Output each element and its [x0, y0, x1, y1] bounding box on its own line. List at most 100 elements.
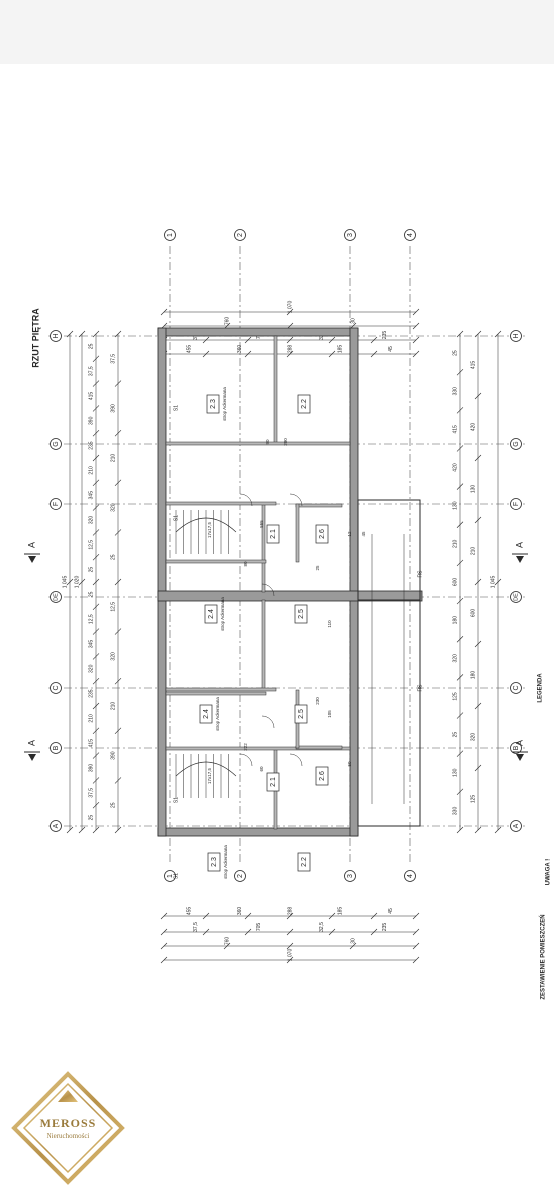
dim-left-chain-tick [92, 752, 100, 759]
grid-label-col-2: 2 [237, 874, 244, 878]
interior-dim-label: 110 [327, 620, 332, 628]
dim-top-total-label: 1 070 [287, 301, 293, 314]
grid-label-col-4: 4 [407, 874, 414, 878]
dim-bottom-2-tick [202, 928, 210, 936]
partition-wall [165, 746, 351, 751]
window-label: S1 [173, 405, 179, 411]
dim-right-chain-2-label: 125 [470, 795, 476, 804]
logo-diamond-icon [11, 1071, 125, 1185]
dim-bottom-3-label: 45 [388, 908, 394, 914]
grid-bubble-row [50, 591, 62, 603]
dim-left-chain-2-label: 25 [110, 554, 116, 560]
dim-top-2-label: 235 [382, 331, 388, 340]
wall-left [157, 327, 167, 837]
dim-right-chain-label: 415 [452, 425, 458, 434]
dim-left-total-tick [66, 578, 74, 586]
grid-label-col-1: 1 [167, 233, 174, 237]
dim-bottom-2-label: 32,5 [319, 922, 325, 932]
dim-bottom-3-label: 360 [237, 907, 243, 916]
dim-bottom-3-tick [160, 912, 168, 920]
dim-bottom-1-tick [349, 942, 357, 950]
dim-left-chain-tick [92, 801, 100, 809]
dim-left-chain-tick [92, 702, 100, 710]
dim-left-chain-2-label: 320 [110, 652, 116, 661]
dim-left-chain-label: 25 [88, 343, 94, 349]
dim-left-chain-label: 210 [88, 714, 94, 723]
interior-dim-label: 60 [259, 766, 264, 772]
partition-wall [295, 745, 343, 750]
dim-right-chain-tick [456, 597, 464, 605]
interior-dim-label: 45 [361, 531, 366, 537]
dim-bottom-2-label: 705 [256, 923, 262, 932]
grid-bubble-row [510, 820, 522, 832]
dim-bottom-3-label: 455 [187, 907, 193, 916]
room-tag-box [315, 524, 329, 544]
dim-top-2-tick [328, 336, 336, 344]
balcony-lower [357, 599, 421, 827]
section-arrow-icon [28, 556, 36, 563]
dim-bottom-1-label: 30 [350, 938, 356, 944]
grid-bubble-row [50, 682, 62, 694]
window-label: S1 [173, 873, 179, 879]
room-note: strop Ackermana [220, 597, 225, 631]
grid-bubble-col [164, 870, 176, 882]
partition-wall [165, 441, 351, 446]
dim-right-chain-2-label: 415 [470, 361, 476, 370]
dim-left-chain-label: 12,5 [88, 614, 94, 624]
dim-left-total-inner-label: 1 020 [74, 576, 80, 589]
dim-left-chain-label: 235 [88, 441, 94, 450]
door-swing [289, 493, 303, 507]
dim-right-chain-2-label: 130 [470, 485, 476, 494]
grid-label-row-B: B [53, 745, 60, 750]
partition-wall [165, 559, 267, 564]
door-swing [289, 753, 303, 767]
grid-bubble-row [50, 438, 62, 450]
dim-right-chain-label: 320 [452, 654, 458, 663]
dim-bottom-total-tick [160, 956, 168, 964]
dim-left-chain-2-label: 390 [110, 751, 116, 760]
wall-top [157, 327, 359, 337]
wall-right [349, 327, 359, 837]
dim-top-2-tick [412, 336, 420, 344]
dim-bottom-3-tick [286, 912, 294, 920]
interior-dim-label: 230 [315, 697, 320, 705]
dim-left-chain-label: 37,5 [88, 788, 94, 798]
dim-right-chain-2-tick [474, 702, 482, 710]
dim-bottom-2-tick [370, 928, 378, 936]
dim-right-chain-tick [456, 483, 464, 490]
partition-wall [165, 687, 277, 692]
grid-label-row-F: F [53, 502, 60, 506]
dim-right-chain-label: 130 [452, 501, 458, 510]
dim-left-chain-label: 345 [88, 640, 94, 649]
section-marker-label: A [26, 740, 36, 746]
dim-left-chain-2-label: 390 [110, 404, 116, 413]
grid-bubble-col [344, 229, 356, 241]
dim-top-1-label: 30 [350, 318, 356, 324]
room-note: strop Ackermana [215, 697, 220, 731]
rs-label: RS [417, 570, 423, 578]
dim-left-chain-tick [92, 826, 100, 834]
dim-top-2-tick [370, 336, 378, 344]
dim-bottom-total-tick [412, 956, 420, 964]
walls [157, 327, 423, 837]
dim-left-chain-tick [92, 479, 100, 487]
dim-top-2-tick [286, 336, 294, 344]
meross-logo: MEROSS Nieruchomości [8, 1068, 128, 1188]
partition-wall [261, 503, 266, 593]
dim-right-chain-tick [456, 636, 464, 643]
dim-left-chain-2-tick [114, 727, 122, 735]
dim-left-chain-2-label: 210 [110, 454, 116, 463]
partition-wall [165, 691, 267, 696]
dim-left-total-inner-tick [78, 826, 86, 834]
dim-right-chain-label: 130 [452, 768, 458, 777]
dim-right-chain-2-tick [474, 764, 482, 772]
dim-bottom-1-label: 760 [224, 937, 230, 946]
grid-label-row-A: A [53, 823, 60, 828]
dim-bottom-1-tick [160, 942, 168, 950]
grid-bubble-col [404, 870, 416, 882]
dim-bottom-3-tick [370, 912, 378, 920]
window-label: S1 [173, 797, 179, 803]
room-number-2.6: 2.6 [319, 771, 326, 781]
